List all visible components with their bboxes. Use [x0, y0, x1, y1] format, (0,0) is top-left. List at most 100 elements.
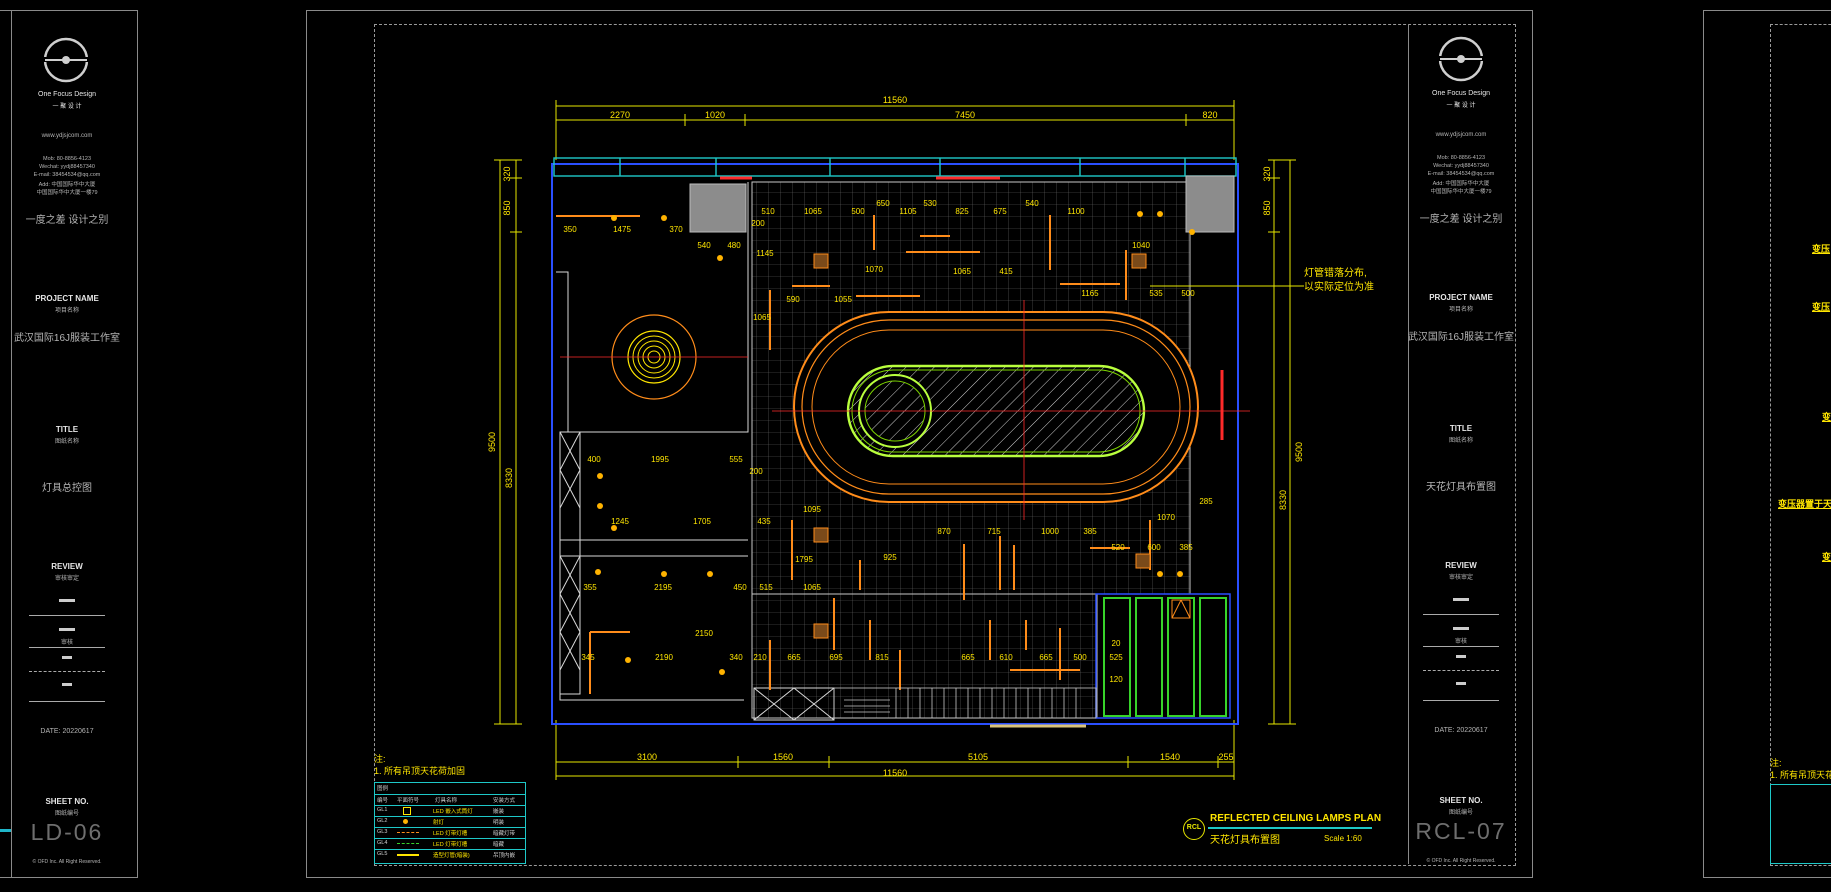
next-side-label-3: 变 [1822, 412, 1831, 422]
svg-text:540: 540 [1025, 199, 1039, 208]
svg-text:2190: 2190 [655, 653, 673, 662]
contact-1: Mob: 80-8856-4123 [42, 156, 92, 162]
svg-text:2195: 2195 [654, 583, 672, 592]
svg-text:590: 590 [786, 295, 800, 304]
svg-text:345: 345 [581, 653, 595, 662]
review-label-cn: 审核审定 [54, 576, 80, 582]
legend-header-code: 编号 [377, 798, 389, 804]
slogan: 一度之差 设计之别 [25, 215, 109, 226]
column [689, 183, 747, 233]
review-divider-1 [29, 615, 105, 616]
title-label: TITLE [1449, 424, 1473, 433]
plan-badge-text: RCL [1186, 824, 1202, 831]
next-side-label-2: 变压 [1812, 302, 1831, 312]
svg-text:20: 20 [1112, 639, 1121, 648]
column [1185, 175, 1235, 233]
legend-row: GL1 LED 嵌入式筒灯 嵌装 [375, 805, 525, 817]
dim-bottom-4: 1540 [1160, 752, 1180, 762]
project-name-value: 武汉国际16J服装工作室 [1407, 332, 1515, 343]
project-name-label: PROJECT NAME [1429, 293, 1493, 302]
legend-symbol-icon [397, 854, 419, 856]
dim-bottom-2: 1560 [773, 752, 793, 762]
brand-name: One Focus Design [38, 91, 96, 98]
copyright: © OFD Inc. All Right Reserved. [32, 859, 102, 865]
dim-bottom-5: 255 [1218, 752, 1233, 762]
svg-text:1040: 1040 [1132, 241, 1150, 250]
annotation-line-1: 灯管错落分布, [1304, 266, 1367, 279]
review-line-3 [62, 656, 72, 659]
svg-text:450: 450 [733, 583, 747, 592]
svg-text:610: 610 [999, 653, 1013, 662]
svg-text:870: 870 [937, 527, 951, 536]
plan-title-cn: 天花灯具布置图 [1210, 835, 1280, 846]
title-value: 灯具总控图 [42, 483, 92, 494]
dimension-labels: 11560 2270 1020 7450 820 3100 1560 5105 … [487, 95, 1304, 778]
svg-text:415: 415 [999, 267, 1013, 276]
svg-text:665: 665 [1039, 653, 1053, 662]
dim-right-3: 8330 [1278, 490, 1288, 510]
red-strips [720, 176, 1224, 440]
svg-text:815: 815 [875, 653, 889, 662]
svg-text:1065: 1065 [804, 207, 822, 216]
svg-text:925: 925 [883, 553, 897, 562]
dimension-lines [494, 100, 1296, 780]
legend-row: GL3 LED 灯带灯槽 暗藏灯带 [375, 827, 525, 839]
svg-text:650: 650 [876, 199, 890, 208]
svg-text:340: 340 [729, 653, 743, 662]
contact-5: 中国国际华中大厦一楼79 [36, 190, 98, 196]
svg-text:520: 520 [1111, 543, 1125, 552]
legend-symbol-icon [397, 843, 419, 844]
dim-top-4: 820 [1202, 110, 1217, 120]
website: www.ydjsjcom.com [41, 133, 93, 139]
note-1: 1. 所有吊顶天花荷加固 [374, 766, 466, 776]
sheet-number: LD-06 [30, 819, 104, 845]
review-line-4 [1456, 682, 1466, 685]
svg-text:1055: 1055 [834, 295, 852, 304]
svg-text:540: 540 [697, 241, 711, 250]
review-line-1 [1453, 598, 1469, 601]
dim-left-3: 8330 [504, 468, 514, 488]
svg-text:695: 695 [829, 653, 843, 662]
svg-text:500: 500 [1181, 289, 1195, 298]
outer-walls [551, 163, 1239, 725]
legend-row: GL4 LED 灯带灯槽 暗藏 [375, 838, 525, 850]
svg-text:1065: 1065 [953, 267, 971, 276]
contact-3: E-mail: 38454534@qq.com [1427, 171, 1495, 177]
svg-text:1245: 1245 [611, 517, 629, 526]
svg-text:1000: 1000 [1041, 527, 1059, 536]
contact-5: 中国国际华中大厦一楼79 [1430, 189, 1492, 195]
sheet-next [1703, 10, 1831, 878]
svg-text:665: 665 [961, 653, 975, 662]
title-label: TITLE [55, 425, 79, 434]
dim-left-2: 850 [502, 200, 512, 215]
review-line-3 [1456, 655, 1466, 658]
lamp-strips [556, 215, 1151, 694]
dim-left-4: 9500 [487, 432, 497, 452]
sheet-ld-06: One Focus Design 一 聚 设 计 www.ydjsjcom.co… [0, 10, 138, 878]
svg-text:675: 675 [993, 207, 1007, 216]
svg-text:1145: 1145 [756, 249, 774, 258]
lamp-dots [595, 211, 1195, 675]
svg-text:1100: 1100 [1067, 207, 1085, 216]
svg-text:400: 400 [587, 455, 601, 464]
bottom-strip [833, 687, 1097, 719]
slogan: 一度之差 设计之别 [1419, 214, 1503, 225]
sheet-no-label: SHEET NO. [45, 797, 89, 806]
dim-top-2: 1020 [705, 110, 725, 120]
svg-text:200: 200 [749, 467, 763, 476]
svg-text:535: 535 [1149, 289, 1163, 298]
inner-dimension-labels: 510 1065 500 650 1105 530 825 675 540 11… [563, 199, 1213, 684]
next-legend-table [1770, 784, 1831, 864]
review-mark: 审核 [60, 640, 74, 646]
sheet-no-cn: 图纸编号 [54, 811, 80, 817]
review-divider-2 [29, 647, 105, 648]
legend-symbol-icon [403, 819, 408, 824]
svg-text:285: 285 [1199, 497, 1213, 506]
dim-bottom-1: 3100 [637, 752, 657, 762]
contact-2: Wechat: yydj88457340 [1433, 163, 1489, 169]
dim-right-2: 850 [1262, 200, 1272, 215]
drawing-frame [374, 24, 1516, 866]
title-block-divider [1408, 24, 1409, 864]
brand-name-cn: 一 聚 设 计 [52, 104, 82, 110]
